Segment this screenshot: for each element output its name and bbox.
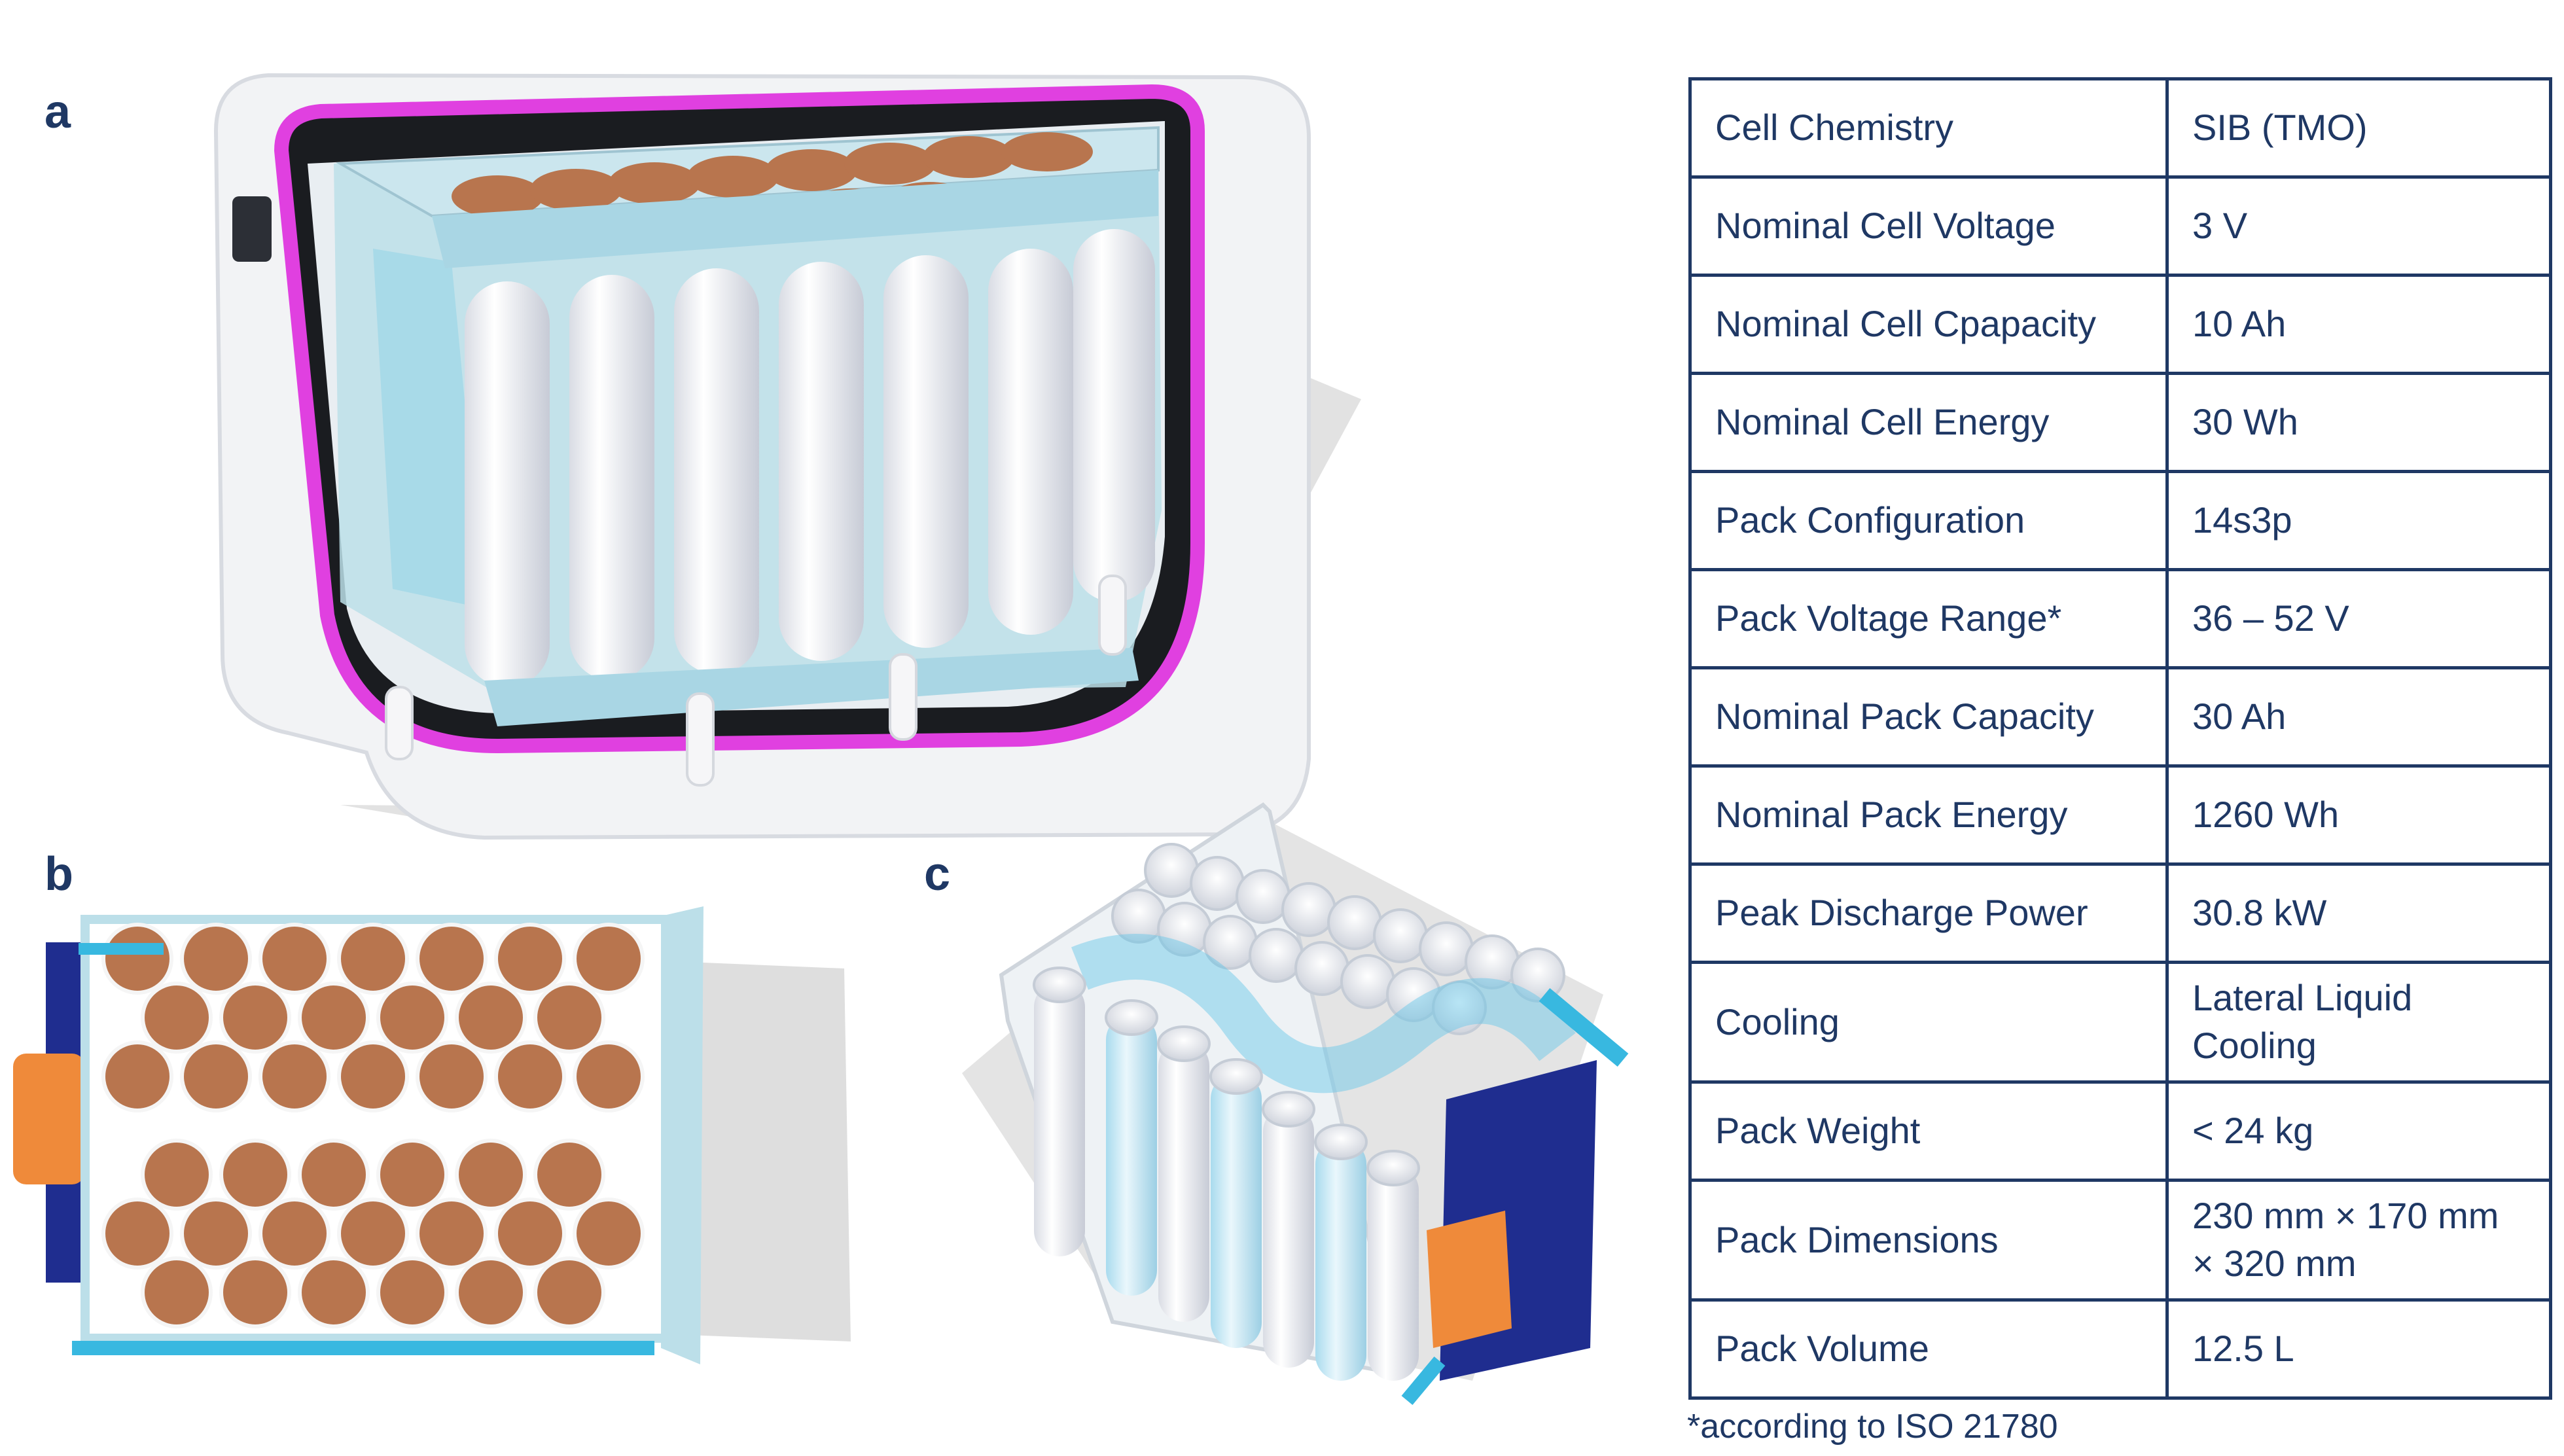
- table-row: Nominal Pack Energy 1260 Wh: [1688, 764, 2552, 866]
- spec-label: Nominal Cell Energy: [1688, 372, 2169, 473]
- spec-value: 10 Ah: [2165, 274, 2552, 375]
- table-row: Pack Weight < 24 kg: [1688, 1080, 2552, 1182]
- spec-value: 14s3p: [2165, 470, 2552, 571]
- table-row: Pack Configuration 14s3p: [1688, 470, 2552, 571]
- table-row: Nominal Cell Cpapacity 10 Ah: [1688, 274, 2552, 375]
- table-row: Pack Dimensions 230 mm × 170 mm × 320 mm: [1688, 1179, 2552, 1302]
- spec-table: Cell Chemistry SIB (TMO) Nominal Cell Vo…: [1688, 77, 2552, 1400]
- spec-label: Nominal Pack Energy: [1688, 764, 2169, 866]
- spec-value: 36 – 52 V: [2165, 568, 2552, 669]
- spec-label: Peak Discharge Power: [1688, 862, 2169, 964]
- spec-label: Pack Voltage Range*: [1688, 568, 2169, 669]
- spec-label: Cooling: [1688, 961, 2169, 1084]
- table-row: Peak Discharge Power 30.8 kW: [1688, 862, 2552, 964]
- spec-value: 12.5 L: [2165, 1298, 2552, 1400]
- spec-value: Lateral Liquid Cooling: [2165, 961, 2552, 1084]
- spec-label: Nominal Pack Capacity: [1688, 666, 2169, 768]
- table-row: Pack Voltage Range* 36 – 52 V: [1688, 568, 2552, 669]
- panel-label-b: b: [45, 848, 73, 900]
- vent-port-icon: [232, 196, 272, 262]
- table-row: Pack Volume 12.5 L: [1688, 1298, 2552, 1400]
- panel-label-a: a: [45, 86, 71, 138]
- cell-row-iso-front: [1034, 982, 1419, 1381]
- spec-value: 230 mm × 170 mm × 320 mm: [2165, 1179, 2552, 1302]
- spec-value: 30.8 kW: [2165, 862, 2552, 964]
- footnote: *according to ISO 21780: [1687, 1408, 2058, 1446]
- panel-a-cutaway-pack: [213, 73, 1361, 840]
- spec-value: < 24 kg: [2165, 1080, 2552, 1182]
- spec-label: Pack Weight: [1688, 1080, 2169, 1182]
- connector-iso-icon: [1427, 1211, 1512, 1348]
- table-row: Cooling Lateral Liquid Cooling: [1688, 961, 2552, 1084]
- table-row: Nominal Cell Energy 30 Wh: [1688, 372, 2552, 473]
- spec-label: Nominal Cell Voltage: [1688, 175, 2169, 277]
- cell-row-front: [465, 229, 1155, 687]
- spec-label: Pack Volume: [1688, 1298, 2169, 1400]
- spec-label: Cell Chemistry: [1688, 77, 2169, 179]
- table-row: Nominal Cell Voltage 3 V: [1688, 175, 2552, 277]
- spec-label: Pack Dimensions: [1688, 1179, 2169, 1302]
- table-row: Cell Chemistry SIB (TMO): [1688, 77, 2552, 179]
- spec-value: SIB (TMO): [2165, 77, 2552, 179]
- table-row: Nominal Pack Capacity 30 Ah: [1688, 666, 2552, 768]
- connector-icon: [13, 1054, 85, 1184]
- spec-value: 30 Ah: [2165, 666, 2552, 768]
- spec-label: Nominal Cell Cpapacity: [1688, 274, 2169, 375]
- spec-value: 3 V: [2165, 175, 2552, 277]
- panel-c-isometric-cells: [962, 802, 1629, 1406]
- panel-label-c: c: [924, 848, 951, 900]
- spec-value: 30 Wh: [2165, 372, 2552, 473]
- spec-label: Pack Configuration: [1688, 470, 2169, 571]
- spec-value: 1260 Wh: [2165, 764, 2552, 866]
- panel-b-top-view: [13, 906, 851, 1364]
